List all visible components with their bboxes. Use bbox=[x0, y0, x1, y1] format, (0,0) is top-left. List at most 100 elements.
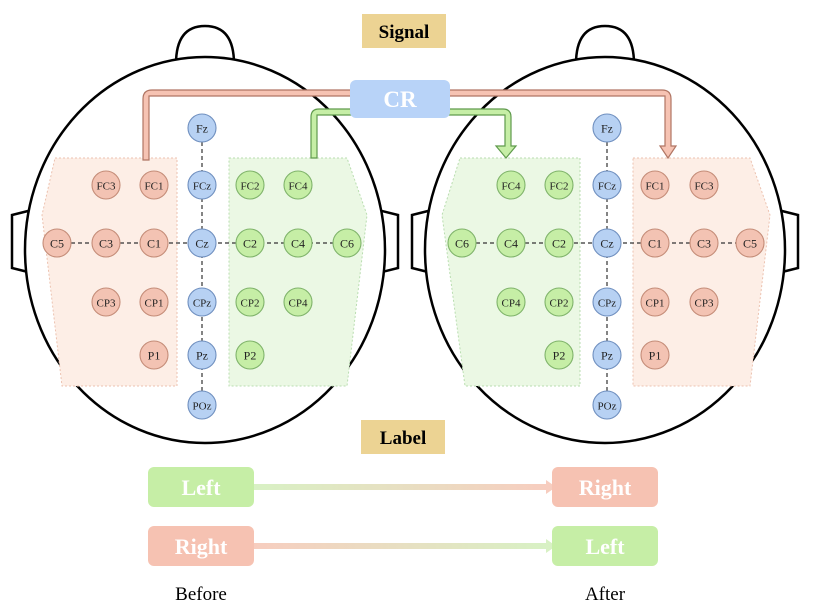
cr-label: CR bbox=[383, 87, 417, 112]
after-electrode-p2 bbox=[544, 340, 574, 370]
before-electrode-label-fc2: FC2 bbox=[241, 181, 260, 193]
after-electrode-cpz bbox=[592, 287, 622, 317]
before-electrode-label-c4: C4 bbox=[291, 237, 305, 251]
cr-box bbox=[350, 80, 450, 118]
after-electrode-c1 bbox=[640, 228, 670, 258]
after-electrode-cp1 bbox=[640, 287, 670, 317]
before-electrode-fcz bbox=[187, 170, 217, 200]
before-electrode-label-p2: P2 bbox=[244, 349, 257, 363]
after-electrode-label-cp3: CP3 bbox=[695, 298, 714, 310]
label-row-1-after: Right bbox=[579, 475, 632, 500]
after-electrode-label-c4: C4 bbox=[504, 237, 518, 251]
after-electrode-label-fcz: FCz bbox=[598, 181, 616, 193]
after-electrode-fc4 bbox=[496, 170, 526, 200]
before-electrode-cz bbox=[187, 228, 217, 258]
left-head-top-bump bbox=[174, 24, 236, 65]
before-electrode-label-poz: POz bbox=[193, 401, 212, 413]
label-row-2-after: Left bbox=[585, 534, 625, 559]
before-electrode-c4 bbox=[283, 228, 313, 258]
after-electrode-cp2 bbox=[544, 287, 574, 317]
before-electrode-pz bbox=[187, 340, 217, 370]
after-electrode-fcz bbox=[592, 170, 622, 200]
before-electrode-fc3 bbox=[91, 170, 121, 200]
after-electrode-label-cp1: CP1 bbox=[646, 298, 665, 310]
label-row-1-before-box bbox=[148, 467, 254, 507]
left-region-right-hemisphere bbox=[228, 157, 368, 387]
before-electrode-label-cp3: CP3 bbox=[97, 298, 116, 310]
after-electrode-cp4 bbox=[496, 287, 526, 317]
head-before bbox=[10, 24, 400, 445]
before-electrode-label-fc3: FC3 bbox=[97, 181, 116, 193]
label-row-2-arrow-shaft bbox=[254, 543, 546, 549]
before-electrode-label-c6: C6 bbox=[340, 237, 354, 251]
before-electrode-label-fz: Fz bbox=[196, 122, 208, 136]
after-electrode-label-c3: C3 bbox=[697, 237, 711, 251]
after-electrode-c2 bbox=[544, 228, 574, 258]
before-electrode-label-c3: C3 bbox=[99, 237, 113, 251]
after-electrode-c4 bbox=[496, 228, 526, 258]
after-electrode-label-fz: Fz bbox=[601, 122, 613, 136]
signal-title: Signal bbox=[362, 14, 446, 48]
after-electrode-label-cp4: CP4 bbox=[502, 298, 521, 310]
before-electrode-label-cp1: CP1 bbox=[145, 298, 164, 310]
label-title-text: Label bbox=[380, 428, 426, 449]
before-electrode-label-cz: Cz bbox=[195, 237, 208, 251]
after-electrode-pz bbox=[592, 340, 622, 370]
after-electrode-fz bbox=[592, 113, 622, 143]
after-electrode-label-c5: C5 bbox=[743, 237, 757, 251]
after-electrode-label-cp2: CP2 bbox=[550, 298, 569, 310]
label-row-1-arrow-shaft bbox=[254, 484, 546, 490]
label-row-1-arrow-head bbox=[546, 480, 556, 494]
label-row-2: Right Left bbox=[148, 526, 658, 566]
after-electrode-label-c1: C1 bbox=[648, 237, 662, 251]
after-electrode-c5 bbox=[735, 228, 765, 258]
label-row-1-after-box bbox=[552, 467, 658, 507]
before-electrode-p2 bbox=[235, 340, 265, 370]
after-electrode-fc1 bbox=[640, 170, 670, 200]
before-electrode-cp4 bbox=[283, 287, 313, 317]
before-electrode-fc1 bbox=[139, 170, 169, 200]
before-electrode-label-p1: P1 bbox=[148, 349, 161, 363]
before-electrode-c1 bbox=[139, 228, 169, 258]
before-electrode-label-pz: Pz bbox=[196, 349, 208, 363]
after-electrode-label-p2: P2 bbox=[553, 349, 566, 363]
after-electrode-c6 bbox=[447, 228, 477, 258]
label-title: Label bbox=[361, 420, 445, 454]
after-electrode-poz bbox=[592, 390, 622, 420]
signal-title-text: Signal bbox=[379, 22, 430, 43]
before-electrode-fc2 bbox=[235, 170, 265, 200]
left-region-left-hemisphere bbox=[41, 157, 178, 387]
before-electrode-label-cpz: CPz bbox=[193, 298, 211, 310]
before-electrode-label-c2: C2 bbox=[243, 237, 257, 251]
before-electrode-c2 bbox=[235, 228, 265, 258]
after-electrode-label-fc4: FC4 bbox=[502, 181, 521, 193]
cr-arrow-salmon bbox=[142, 89, 678, 161]
label-row-2-before: Right bbox=[175, 534, 228, 559]
after-electrode-label-cz: Cz bbox=[600, 237, 613, 251]
before-caption: Before bbox=[175, 584, 227, 605]
after-electrode-label-c2: C2 bbox=[552, 237, 566, 251]
before-electrode-p1 bbox=[139, 340, 169, 370]
after-electrode-label-fc2: FC2 bbox=[550, 181, 569, 193]
after-electrode-label-pz: Pz bbox=[601, 349, 613, 363]
cr-arrows: CR bbox=[142, 80, 678, 161]
before-electrode-cpz bbox=[187, 287, 217, 317]
right-region-left-hemisphere bbox=[632, 157, 771, 387]
after-electrode-label-p1: P1 bbox=[649, 349, 662, 363]
before-electrode-cp1 bbox=[139, 287, 169, 317]
after-caption: After bbox=[585, 584, 626, 605]
label-row-2-arrow-head bbox=[546, 539, 556, 553]
before-electrode-c5 bbox=[42, 228, 72, 258]
label-row-1-before: Left bbox=[181, 475, 221, 500]
before-electrode-fc4 bbox=[283, 170, 313, 200]
label-row-2-after-box bbox=[552, 526, 658, 566]
label-row-1: Left Right bbox=[148, 467, 658, 507]
right-head-top-bump bbox=[574, 24, 636, 65]
before-electrode-poz bbox=[187, 390, 217, 420]
after-electrode-p1 bbox=[640, 340, 670, 370]
right-region-right-hemisphere bbox=[441, 157, 581, 387]
before-electrode-label-c5: C5 bbox=[50, 237, 64, 251]
before-electrode-label-fc4: FC4 bbox=[289, 181, 308, 193]
